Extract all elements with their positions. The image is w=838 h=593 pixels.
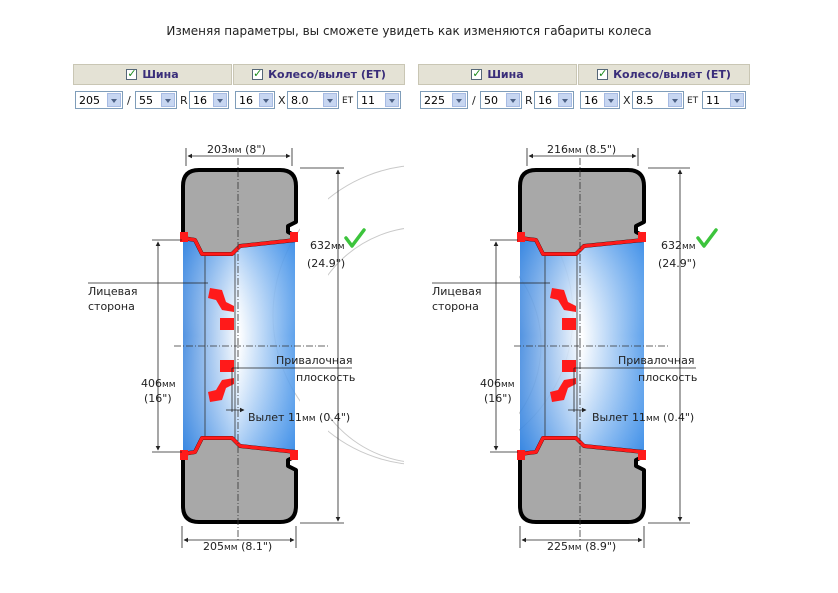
left-tire-profile-select[interactable]: 55 [135, 91, 177, 109]
left-face-label-2: сторона [88, 300, 135, 313]
svg-text:Вылет 11мм (0.4"): Вылет 11мм (0.4") [592, 411, 694, 424]
svg-text:406мм: 406мм [141, 377, 176, 390]
right-rim-toggle[interactable]: Колесо/вылет (ET) [578, 64, 750, 85]
right-tire-diameter-select[interactable]: 16 [534, 91, 574, 109]
right-params-panel: Шина Колесо/вылет (ET) 225 / 50 R 16 16 … [418, 64, 750, 112]
left-params-row: 205 / 55 R 16 16 X 8.0 ЕТ 11 [73, 89, 405, 111]
right-wheel-section: 216мм (8.5") 225мм (8.9") 632мм (24.9") … [432, 143, 718, 553]
chevron-down-icon[interactable] [604, 93, 618, 107]
right-bottom-width-num: 225 [547, 540, 568, 553]
right-rim-flange-top [519, 236, 645, 256]
svg-text:406мм: 406мм [480, 377, 515, 390]
chevron-down-icon[interactable] [452, 93, 466, 107]
svg-text:203мм (8"): 203мм (8") [207, 143, 266, 156]
left-tire-diameter-select[interactable]: 16 [189, 91, 229, 109]
left-spoke-bottom [208, 378, 234, 402]
left-r-label: R [180, 94, 188, 107]
right-check-icon [696, 228, 718, 248]
chevron-down-icon[interactable] [107, 93, 121, 107]
right-x-label: X [623, 94, 631, 107]
left-top-width-num: 203 [207, 143, 228, 156]
right-tire-profile-select[interactable]: 50 [480, 91, 522, 109]
right-tire-toggle[interactable]: Шина [418, 64, 577, 85]
svg-text:225мм (8.9"): 225мм (8.9") [547, 540, 616, 553]
left-et-select[interactable]: 11 [357, 91, 401, 109]
chevron-down-icon[interactable] [259, 93, 273, 107]
chevron-down-icon[interactable] [323, 93, 337, 107]
right-tire-checkbox[interactable] [471, 67, 483, 80]
right-tire-label: Шина [487, 68, 524, 81]
left-x-label: X [278, 94, 286, 107]
right-mount-label-2: плоскость [638, 371, 697, 384]
svg-text:216мм (8.5"): 216мм (8.5") [547, 143, 616, 156]
left-rim-flange-bottom [182, 436, 297, 456]
right-offset-num: 11 [632, 411, 646, 424]
right-face-label-1: Лицевая [432, 285, 482, 298]
right-rim-in: (16") [484, 392, 512, 405]
left-tire-checkbox[interactable] [126, 67, 138, 80]
right-et-label: ЕТ [687, 96, 699, 106]
left-height-in: (24.9") [307, 257, 345, 270]
left-et-label: ЕТ [342, 96, 354, 106]
chevron-down-icon[interactable] [385, 93, 399, 107]
chevron-down-icon[interactable] [730, 93, 744, 107]
right-height-in: (24.9") [658, 257, 696, 270]
left-offset-num: 11 [288, 411, 302, 424]
intro-text: Изменяя параметры, вы сможете увидеть ка… [166, 24, 652, 38]
right-face-label-2: сторона [432, 300, 479, 313]
right-rim-flange-bottom [519, 436, 645, 456]
left-rim-label: Колесо/вылет (ET) [268, 68, 386, 81]
left-mount-label-2: плоскость [296, 371, 355, 384]
left-rim-width-select[interactable]: 8.0 [287, 91, 339, 109]
left-rim-toggle[interactable]: Колесо/вылет (ET) [233, 64, 405, 85]
right-height-num: 632 [661, 239, 682, 252]
chevron-down-icon[interactable] [506, 93, 520, 107]
left-rim-in: (16") [144, 392, 172, 405]
chevron-down-icon[interactable] [558, 93, 572, 107]
svg-text:632мм: 632мм [310, 239, 345, 252]
left-wheel-section: 203мм (8") 205мм (8.1") 632мм (24.9") 40… [88, 143, 366, 553]
chevron-down-icon[interactable] [668, 93, 682, 107]
left-rim-diameter-select[interactable]: 16 [235, 91, 275, 109]
right-r-label: R [525, 94, 533, 107]
right-rim-width-select[interactable]: 8.5 [632, 91, 684, 109]
left-rim-num: 406 [141, 377, 162, 390]
svg-text:205мм (8.1"): 205мм (8.1") [203, 540, 272, 553]
left-rim-flange-top [182, 236, 297, 256]
right-spoke-top [550, 288, 576, 312]
left-params-panel: Шина Колесо/вылет (ET) 205 / 55 R 16 16 … [73, 64, 405, 112]
left-tire-width-select[interactable]: 205 [75, 91, 123, 109]
right-rim-diameter-select[interactable]: 16 [580, 91, 620, 109]
right-top-width-num: 216 [547, 143, 568, 156]
left-rim-checkbox[interactable] [252, 67, 264, 80]
right-rim-label: Колесо/вылет (ET) [613, 68, 731, 81]
right-rim-checkbox[interactable] [597, 67, 609, 80]
left-tire-label: Шина [142, 68, 179, 81]
right-spoke-bottom [550, 378, 576, 402]
left-bottom-width-num: 205 [203, 540, 224, 553]
left-mount-label-1: Привалочная [276, 354, 352, 367]
left-spoke-top [208, 288, 234, 312]
right-tire-width-select[interactable]: 225 [420, 91, 468, 109]
chevron-down-icon[interactable] [161, 93, 175, 107]
left-tire-toggle[interactable]: Шина [73, 64, 232, 85]
right-params-row: 225 / 50 R 16 16 X 8.5 ЕТ 11 [418, 89, 750, 111]
svg-text:632мм: 632мм [661, 239, 696, 252]
left-face-label-1: Лицевая [88, 285, 138, 298]
left-check-icon [344, 228, 366, 248]
chevron-down-icon[interactable] [213, 93, 227, 107]
right-rim-num: 406 [480, 377, 501, 390]
left-height-num: 632 [310, 239, 331, 252]
right-et-select[interactable]: 11 [702, 91, 746, 109]
svg-text:Вылет 11мм (0.4"): Вылет 11мм (0.4") [248, 411, 350, 424]
right-mount-label-1: Привалочная [618, 354, 694, 367]
